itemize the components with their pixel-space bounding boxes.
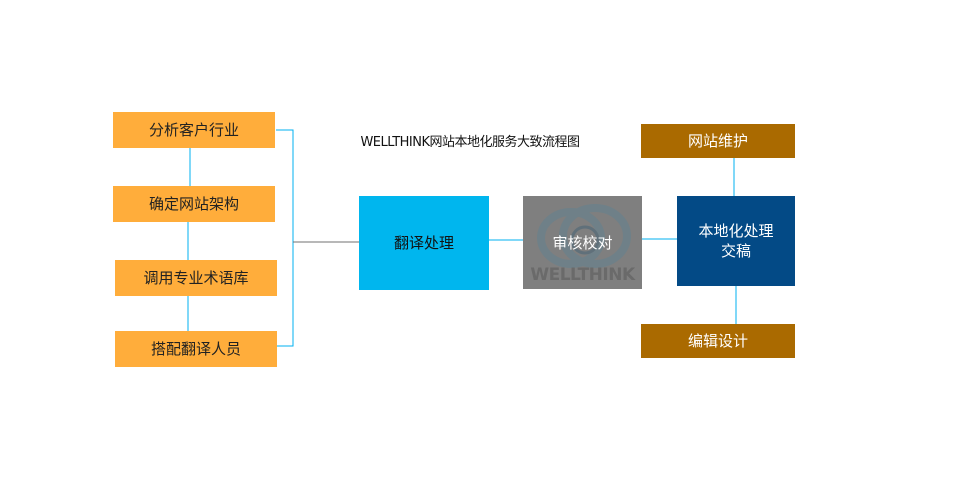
wellthink-logo-watermark: [537, 204, 631, 268]
review-box: WELLTHINK 审核校对: [523, 196, 642, 289]
edit-design-box: 编辑设计: [641, 324, 795, 358]
review-label: 审核校对: [552, 233, 613, 252]
diagram-title: WELLTHINK网站本地化服务大致流程图: [360, 135, 580, 150]
bracket-connector: [276, 129, 294, 347]
localize-box: 本地化处理 交稿: [677, 196, 795, 286]
step-terminology: 调用专业术语库: [115, 260, 277, 296]
localize-line1: 本地化处理: [698, 222, 774, 240]
site-maintenance-box: 网站维护: [641, 124, 795, 158]
step-analyze-industry: 分析客户行业: [113, 112, 275, 148]
localize-line2: 交稿: [720, 242, 751, 260]
translate-box: 翻译处理: [359, 196, 489, 290]
step-site-architecture: 确定网站架构: [113, 186, 275, 222]
watermark-text: WELLTHINK: [530, 265, 635, 285]
step-assign-translators: 搭配翻译人员: [115, 331, 277, 367]
